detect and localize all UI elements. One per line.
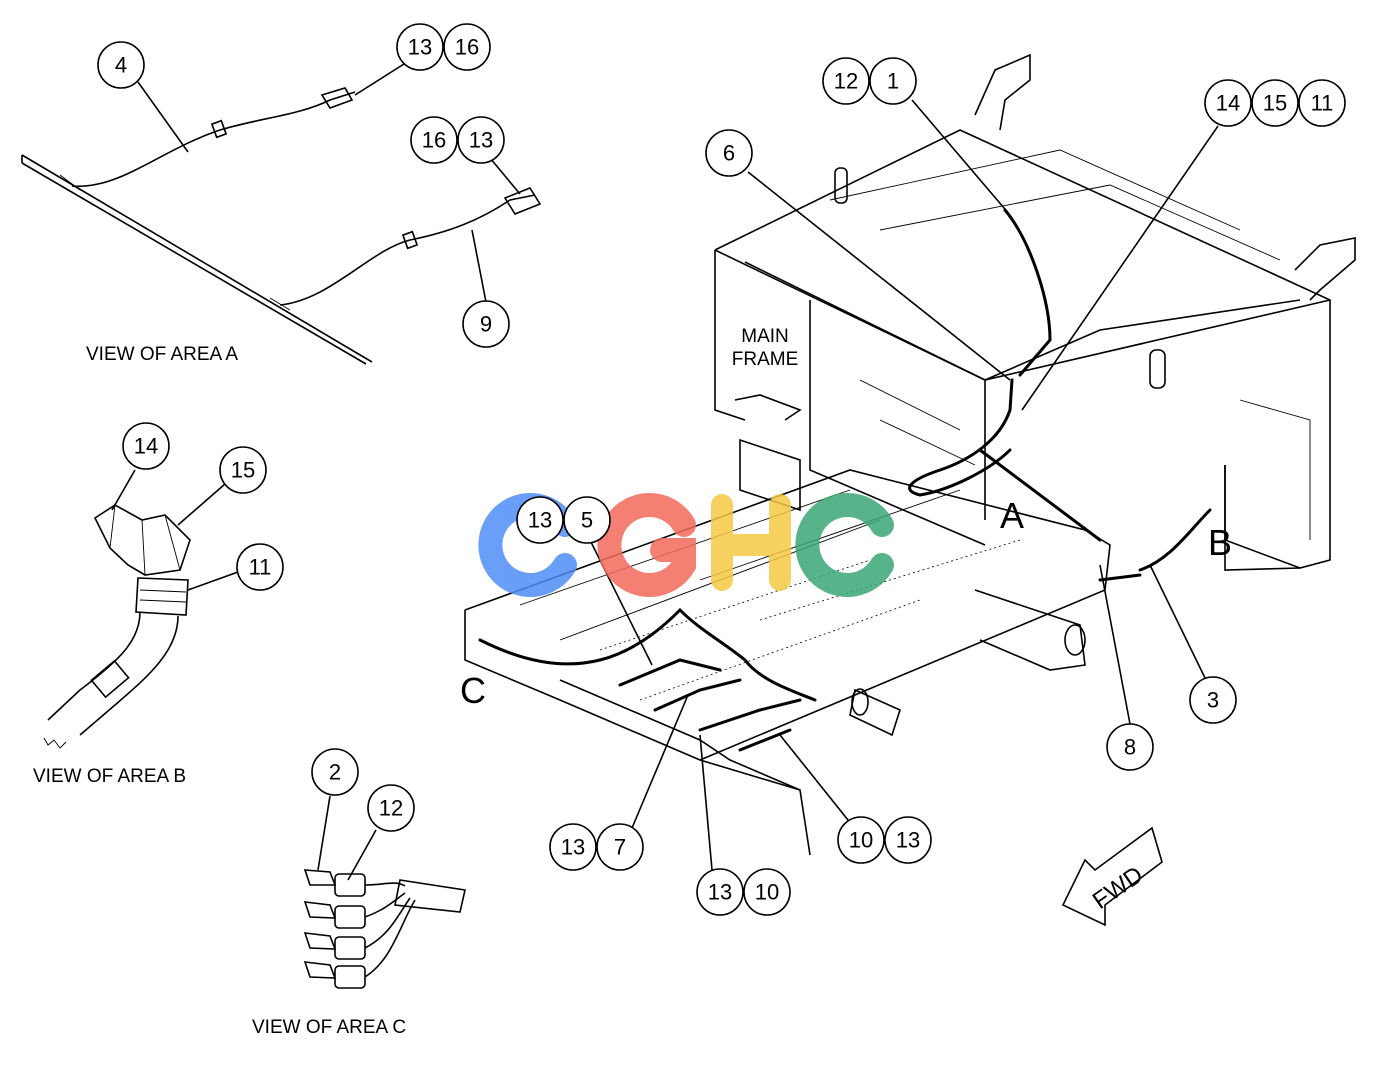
callout-number: 3 [1207, 688, 1219, 713]
callout-number: 2 [329, 760, 341, 785]
callout-a-16-top: 16 [443, 23, 491, 71]
callout-m-5: 5 [563, 496, 611, 544]
callout-number: 15 [231, 458, 255, 483]
watermark-logo [478, 493, 894, 597]
callout-number: 14 [134, 434, 158, 459]
callout-circle [1189, 676, 1237, 724]
callout-m-13-c: 13 [696, 868, 744, 916]
callout-number: 13 [408, 35, 432, 60]
callout-number: 11 [249, 555, 272, 580]
callout-number: 4 [115, 53, 127, 78]
callout-circle [696, 868, 744, 916]
callout-a-13-mid: 13 [457, 116, 505, 164]
callout-circle [457, 116, 505, 164]
callout-circle [367, 784, 415, 832]
area-a-letter: A [1000, 495, 1024, 536]
callout-circle [396, 23, 444, 71]
callout-number: 6 [723, 141, 735, 166]
callout-m-7: 7 [596, 823, 644, 871]
callout-circle [743, 868, 791, 916]
callout-a-4: 4 [97, 41, 145, 89]
callout-number: 12 [379, 796, 403, 821]
callout-number: 9 [480, 312, 492, 337]
callout-number: 7 [614, 835, 626, 860]
callout-a-13-top: 13 [396, 23, 444, 71]
main-frame-drawing: FWD MAIN FRAME A B C [460, 53, 1356, 927]
callout-circle [1298, 79, 1346, 127]
callout-m-13-d: 13 [884, 816, 932, 864]
callout-m-12: 12 [822, 57, 870, 105]
view-area-a-label: VIEW OF AREA A [86, 344, 238, 365]
callout-number: 16 [455, 35, 479, 60]
callout-number: 5 [581, 508, 593, 533]
view-area-c: VIEW OF AREA C [252, 795, 466, 1038]
callout-circle [462, 300, 510, 348]
callout-a-9: 9 [462, 300, 510, 348]
callout-number: 13 [708, 880, 732, 905]
callout-circle [1251, 79, 1299, 127]
callout-number: 13 [561, 835, 585, 860]
callout-circle [1204, 79, 1252, 127]
callout-m-8: 8 [1106, 723, 1154, 771]
callout-circle [219, 446, 267, 494]
callout-b-15: 15 [219, 446, 267, 494]
callout-circle [822, 57, 870, 105]
callout-number: 14 [1216, 91, 1240, 116]
view-area-a: VIEW OF AREA A [21, 63, 542, 365]
callout-number: 13 [469, 128, 493, 153]
callout-circle [837, 816, 885, 864]
view-area-b: VIEW OF AREA B [33, 469, 239, 787]
callout-circle [122, 422, 170, 470]
callout-c-12: 12 [367, 784, 415, 832]
callout-circle [443, 23, 491, 71]
main-frame-label-2: FRAME [732, 349, 799, 370]
callout-m-11: 11 [1298, 79, 1346, 127]
callout-c-2: 2 [311, 748, 359, 796]
callout-m-15: 15 [1251, 79, 1299, 127]
callout-m-14: 14 [1204, 79, 1252, 127]
callout-circle [705, 129, 753, 177]
callout-number: 13 [528, 508, 552, 533]
callout-number: 8 [1124, 735, 1136, 760]
callout-circle [410, 116, 458, 164]
callout-circle [884, 816, 932, 864]
callout-number: 10 [755, 880, 779, 905]
fwd-arrow: FWD [1061, 826, 1163, 927]
callout-m-13-a: 13 [516, 496, 564, 544]
callout-m-3: 3 [1189, 676, 1237, 724]
callout-number: 13 [896, 828, 920, 853]
callout-circle [549, 823, 597, 871]
area-b-letter: B [1208, 522, 1232, 563]
callout-number: 12 [834, 69, 858, 94]
callout-number: 16 [422, 128, 446, 153]
callout-a-16-mid: 16 [410, 116, 458, 164]
callout-b-11: 11 [236, 543, 284, 591]
callout-number: 1 [887, 69, 899, 94]
callout-circle [97, 41, 145, 89]
callout-m-13-b: 13 [549, 823, 597, 871]
callout-circle [1106, 723, 1154, 771]
callout-number: 11 [1311, 91, 1334, 116]
callout-circle [236, 543, 284, 591]
callout-circle [311, 748, 359, 796]
callout-circle [869, 57, 917, 105]
main-frame-label-1: MAIN [741, 326, 789, 347]
callout-circle [516, 496, 564, 544]
callout-number: 10 [849, 828, 873, 853]
callout-m-10-a: 10 [743, 868, 791, 916]
callout-m-6: 6 [705, 129, 753, 177]
area-c-letter: C [460, 670, 486, 711]
callout-circle [596, 823, 644, 871]
callout-m-1: 1 [869, 57, 917, 105]
view-area-b-label: VIEW OF AREA B [33, 766, 186, 787]
callout-m-10-b: 10 [837, 816, 885, 864]
callout-circle [563, 496, 611, 544]
view-area-c-label: VIEW OF AREA C [252, 1017, 406, 1038]
callout-b-14: 14 [122, 422, 170, 470]
callout-number: 15 [1263, 91, 1287, 116]
